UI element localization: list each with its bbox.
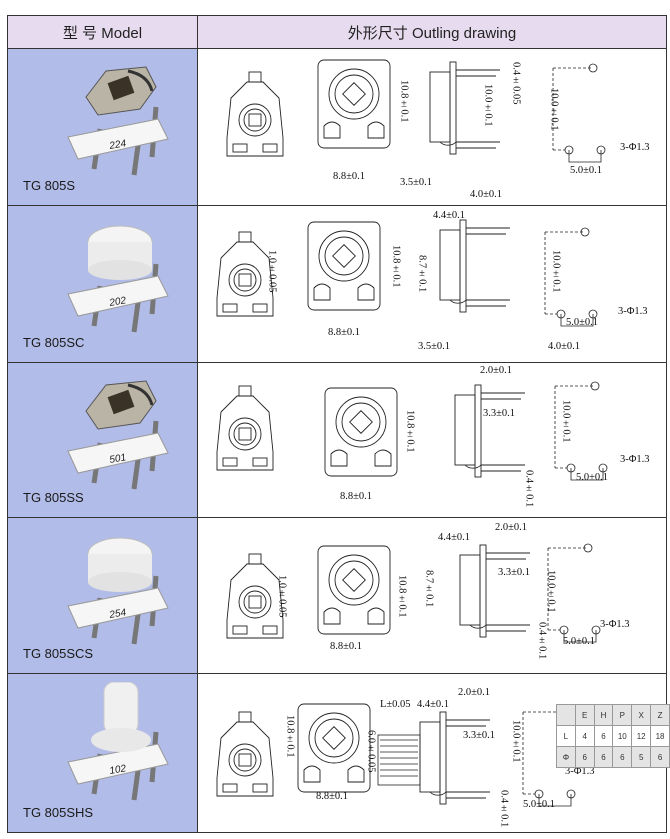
drawing-cell [197,48,667,206]
product-photo: 501 [67,380,169,490]
size-spec-table: E H P X Z L 4 6 10 12 18 Φ 6 6 6 5 6 [556,704,670,768]
dim-label: L±0.05 [380,699,411,710]
dim-label: 10.8±0.1 [390,245,402,288]
spec-cell: 12 [631,725,652,747]
dim-label: 2.0±0.1 [480,365,513,376]
product-photo: 202 [67,225,169,333]
spec-cell: 10 [612,725,633,747]
dim-label: 0.4±0.1 [498,790,510,828]
dim-label: 4.4±0.1 [438,532,471,543]
dim-label: 3.5±0.1 [418,341,451,352]
spec-cell: H [593,704,614,726]
spec-cell: P [612,704,633,726]
product-code: 501 [109,452,127,466]
drawing-cell [197,362,667,518]
spec-cell: X [631,704,652,726]
dim-label: 3-Φ1.3 [620,142,650,153]
product-photo: 102 [67,682,169,801]
dim-label: 3.3±0.1 [463,730,496,741]
product-photo: 224 [67,66,169,176]
dim-label: 1.0±0.05 [276,575,288,618]
dim-label: 10.0±0.1 [550,250,562,293]
dim-label: 3.3±0.1 [483,408,516,419]
product-code: 254 [108,607,128,621]
spec-cell: 6 [612,746,633,768]
dim-label: 10.8±0.1 [396,575,408,618]
spec-cell: Φ [556,746,576,768]
dim-label: 3.3±0.1 [498,567,531,578]
dim-label: 5.0±0.1 [576,472,609,483]
dim-label: 10.8±0.1 [398,80,410,123]
spec-cell: 6 [593,725,614,747]
spec-cell: 5 [631,746,652,768]
product-code: 224 [108,138,128,152]
dim-label: 5.0±0.1 [566,317,599,328]
dim-label: 8.8±0.1 [328,327,361,338]
dim-label: 10.8±0.1 [404,410,416,453]
dim-label: 0.4±0.1 [523,470,535,508]
dim-label: 10.0±0.1 [510,720,522,763]
dim-label: 6.0±0.05 [365,730,377,773]
dim-label: 8.8±0.1 [330,641,363,652]
model-name: TG 805S [23,178,76,193]
model-column-header: 型 号 Model [7,15,198,49]
spec-cell: Z [650,704,670,726]
model-name: TG 805SCS [23,646,94,661]
dim-label: 10.0±0.1 [548,88,560,131]
dim-label: 10.0±0.1 [560,400,572,443]
spec-cell [556,704,576,726]
product-code: 202 [108,295,128,309]
dim-label: 10.0±0.1 [545,570,557,613]
dim-label: 5.0±0.1 [523,799,556,810]
product-photo: 254 [67,537,169,645]
dim-label: 3-Φ1.3 [600,619,630,630]
dim-label: 0.4±0.05 [510,62,522,105]
spec-cell: 18 [650,725,670,747]
model-name: TG 805SC [23,335,85,350]
dim-label: 4.4±0.1 [417,699,450,710]
dim-label: 3.5±0.1 [400,177,433,188]
spec-cell: 6 [574,746,595,768]
drawing-cell [197,517,667,674]
dim-label: 2.0±0.1 [495,522,528,533]
dim-label: 8.7±0.1 [423,570,435,608]
spec-cell: E [574,704,595,726]
model-name: TG 805SS [23,490,84,505]
dim-label: 10.8±0.1 [284,715,296,758]
spec-cell: L [556,725,576,747]
model-cell: 254 TG 805SCS [7,517,198,674]
dim-label: 8.7±0.1 [416,255,428,293]
dim-label: 3-Φ1.3 [620,454,650,465]
dim-label: 3-Φ1.3 [565,766,595,777]
dim-label: 5.0±0.1 [570,165,603,176]
dim-label: 4.4±0.1 [433,210,466,221]
dim-label: 1.0±0.05 [266,250,278,293]
dim-label: 5.0±0.1 [563,636,596,647]
dim-label: 8.8±0.1 [316,791,349,802]
dim-label: 8.8±0.1 [340,491,373,502]
model-name: TG 805SHS [23,805,94,820]
dim-label: 10.0±0.1 [482,84,494,127]
dim-label: 4.0±0.1 [470,189,503,200]
dim-label: 2.0±0.1 [458,687,491,698]
product-code: 102 [109,763,128,777]
model-cell: 224 TG 805S [7,48,198,206]
dim-label: 8.8±0.1 [333,171,366,182]
spec-cell: 6 [650,746,670,768]
spec-cell: 6 [593,746,614,768]
dim-label: 3-Φ1.3 [618,306,648,317]
spec-cell: 4 [574,725,595,747]
model-cell: 501 TG 805SS [7,362,198,518]
dim-label: 4.0±0.1 [548,341,581,352]
dim-label: 0.4±0.1 [536,622,548,660]
model-cell: 102 TG 805SHS [7,673,198,833]
